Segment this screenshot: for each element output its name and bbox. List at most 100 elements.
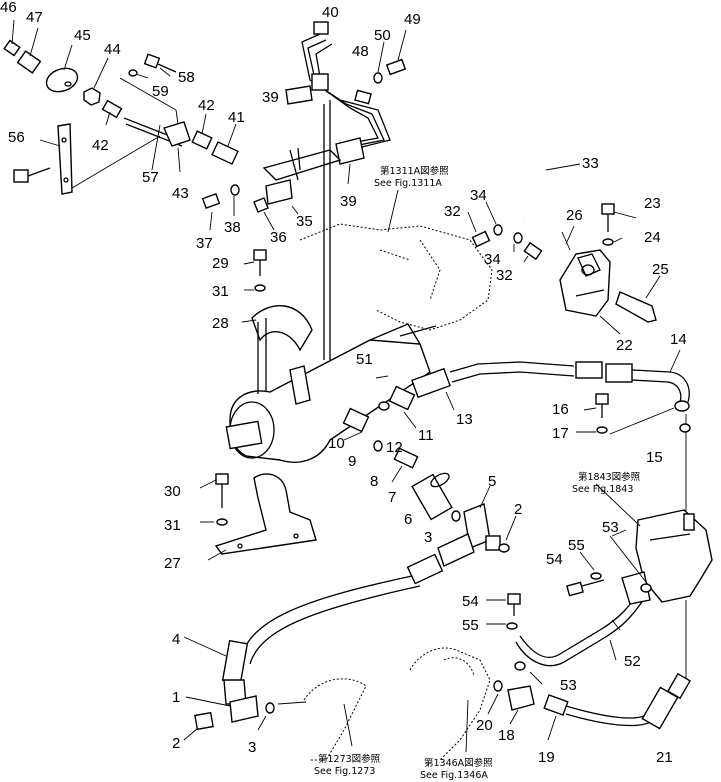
label-6: 6 [404, 511, 412, 528]
label-45: 45 [74, 27, 91, 44]
label-32-top: 32 [444, 203, 461, 220]
label-3-bottom: 3 [248, 739, 256, 756]
label-39-top: 39 [262, 89, 279, 106]
ref-1346-en: See Fig.1346A [420, 770, 488, 781]
label-25: 25 [652, 261, 669, 278]
label-14: 14 [670, 331, 687, 348]
bolt-54-55-right [566, 551, 605, 597]
washer-59 [128, 69, 138, 77]
link-57 [123, 117, 191, 173]
label-38: 38 [224, 219, 241, 236]
leader-lines [135, 67, 637, 741]
bolt-49-50 [373, 29, 407, 84]
ref-1311-en: See Fig.1311A [374, 178, 442, 189]
label-13: 13 [456, 411, 473, 428]
fitting-10-11-12-13 [342, 361, 575, 441]
label-3-mid: 3 [424, 529, 432, 546]
fittings-32-34 [467, 201, 543, 263]
label-48: 48 [352, 43, 369, 60]
label-55-left: 55 [462, 617, 479, 634]
ref-1346-jp: 第1346A図参照 [424, 757, 493, 769]
label-30: 30 [164, 483, 181, 500]
part-number-labels: 46 47 45 44 58 59 42 42 41 56 57 43 40 4… [0, 0, 687, 766]
hose-4 [221, 533, 475, 705]
label-44: 44 [104, 41, 121, 58]
label-49: 49 [404, 11, 421, 28]
label-57: 57 [142, 169, 159, 186]
label-52: 52 [624, 653, 641, 670]
figure-references: 第1311A図参照 See Fig.1311A 第1843図参照 See Fig… [314, 165, 641, 781]
label-59: 59 [152, 83, 169, 100]
silhouette-1273 [303, 678, 367, 761]
ref-1843-jp: 第1843図参照 [578, 471, 641, 483]
bolt-37-38-36 [201, 184, 275, 231]
label-46: 46 [0, 0, 17, 16]
lower-fittings-1-2-3 [194, 695, 307, 731]
fitting-42-left [101, 99, 123, 126]
bracket-22 [559, 249, 621, 335]
bolt-54-55-left [506, 593, 521, 630]
label-42-left: 42 [92, 137, 109, 154]
label-9: 9 [348, 453, 356, 470]
label-21: 21 [656, 749, 673, 766]
label-34-top: 34 [470, 187, 487, 204]
label-27: 27 [164, 555, 181, 572]
label-1: 1 [172, 689, 180, 706]
bolt-16-17 [595, 393, 675, 435]
pipe-52 [515, 535, 652, 667]
label-19: 19 [538, 749, 555, 766]
label-2-mid: 2 [514, 501, 522, 518]
label-11: 11 [418, 427, 434, 444]
label-33: 33 [582, 155, 599, 172]
label-5: 5 [488, 473, 496, 490]
label-31-bottom: 31 [164, 517, 181, 534]
label-41: 41 [228, 109, 245, 126]
hose-33 [500, 161, 581, 231]
band-28 [251, 305, 313, 394]
label-28: 28 [212, 315, 229, 332]
bracket-35 [262, 147, 342, 215]
hose-14 [575, 349, 690, 520]
label-42-right: 42 [198, 97, 215, 114]
label-40: 40 [322, 4, 339, 21]
bolt-58 [143, 53, 177, 73]
label-54-right: 54 [546, 551, 563, 568]
label-12: 12 [386, 439, 403, 456]
label-31-top: 31 [212, 283, 229, 300]
fittings-18-19-20 [487, 680, 569, 741]
label-50: 50 [374, 27, 391, 44]
o-ring-53 [514, 661, 526, 671]
label-16: 16 [552, 401, 569, 418]
pipe-bundle-40 [301, 21, 391, 151]
disc-45 [45, 44, 79, 93]
pin-25 [615, 275, 661, 323]
label-32-bottom: 32 [496, 267, 513, 284]
ref-1311-jp: 第1311A図参照 [380, 165, 449, 177]
tee-5 [451, 485, 517, 553]
label-24: 24 [644, 229, 661, 246]
bracket-56 [13, 123, 161, 195]
label-39-right: 39 [340, 193, 357, 210]
transmission-silhouette [299, 189, 493, 331]
ref-1843-en: See Fig.1843 [572, 484, 633, 495]
pump-body [225, 323, 437, 463]
bracket-27 [214, 473, 317, 555]
label-55-right: 55 [568, 537, 585, 554]
bolt-29-31 [253, 249, 267, 292]
label-7: 7 [388, 489, 396, 506]
nut-44 [83, 57, 109, 106]
label-20: 20 [476, 717, 493, 734]
label-17: 17 [552, 425, 569, 442]
sleeve-6 [411, 472, 453, 521]
clip-39-top [285, 73, 329, 105]
label-22: 22 [616, 337, 633, 354]
ref-1273-en: See Fig.1273 [314, 766, 375, 777]
hose-21 [565, 672, 692, 730]
label-10: 10 [328, 435, 345, 452]
label-58: 58 [178, 69, 195, 86]
fittings-9-8-7 [373, 440, 419, 483]
bolt-30-31 [215, 473, 229, 526]
silhouette-1346 [409, 647, 491, 761]
label-18: 18 [498, 727, 515, 744]
